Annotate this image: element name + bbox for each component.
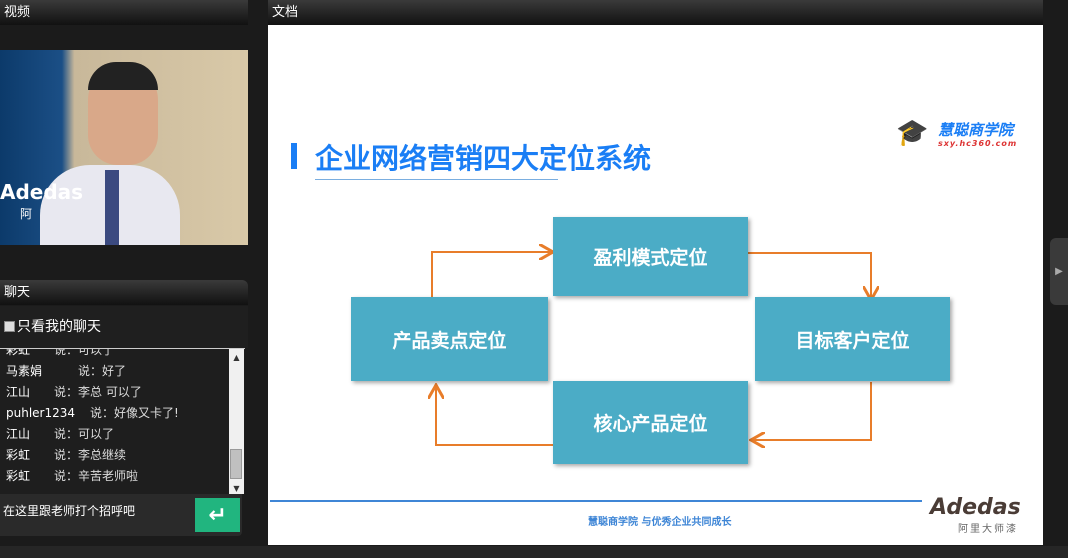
chat-text: 李总 可以了	[78, 385, 142, 399]
chat-filter-row: 只看我的聊天	[0, 306, 248, 348]
chat-message: 彩虹 说：可以了	[6, 348, 230, 361]
arrow-right-bottom	[753, 382, 872, 440]
chat-text: 可以了	[78, 348, 115, 357]
video-header: 视频	[0, 0, 248, 25]
scroll-up-icon[interactable]: ▲	[233, 353, 240, 362]
chat-text: 可以了	[78, 427, 115, 441]
bottom-bar	[0, 546, 1068, 558]
brand-logo: 🎓 慧聪商学院 sxy.hc360.com	[896, 115, 1021, 153]
chat-say: 说：	[54, 469, 79, 483]
chat-user: 彩虹	[6, 448, 31, 462]
chat-message: 江山 说：可以了	[6, 424, 230, 445]
presenter-hair	[88, 62, 158, 90]
only-mine-label: 只看我的聊天	[17, 319, 101, 335]
chat-message: 江山 说：李总 可以了	[6, 382, 230, 403]
footer-line	[270, 500, 922, 502]
graduation-cap-icon: 🎓	[896, 118, 929, 148]
doc-header: 文档	[268, 0, 1043, 25]
box-profit-model: 盈利模式定位	[553, 217, 748, 296]
chat-say: 说：	[54, 427, 79, 441]
chat-header: 聊天	[0, 280, 248, 305]
chat-user: 彩虹	[6, 348, 31, 357]
chat-text: 好了	[102, 364, 127, 378]
enter-icon: ↵	[208, 502, 227, 528]
cycle-arrows	[268, 25, 1043, 545]
slide: 企业网络营销四大定位系统 🎓 慧聪商学院 sxy.hc360.com 盈利模式定…	[268, 25, 1043, 545]
footer-logo-sub: 阿里大师漆	[958, 524, 1018, 535]
chat-text: 李总继续	[78, 448, 127, 462]
scroll-down-icon[interactable]: ▼	[233, 484, 240, 493]
video-title: 视频	[4, 5, 31, 20]
chat-text: 辛苦老师啦	[78, 469, 139, 483]
chat-message: puhler1234 说：好像又卡了!	[6, 403, 230, 424]
scroll-thumb[interactable]	[230, 449, 242, 479]
chat-user: 江山	[6, 427, 31, 441]
only-mine-checkbox[interactable]: 只看我的聊天	[4, 316, 101, 336]
title-accent	[291, 143, 297, 169]
send-button[interactable]: ↵	[195, 498, 240, 532]
title-underline	[315, 179, 558, 180]
video-feed[interactable]: Adedas 阿	[0, 50, 248, 245]
chat-user: puhler1234	[6, 406, 76, 420]
chat-say: 说：	[90, 406, 115, 420]
chat-title: 聊天	[4, 285, 31, 300]
chat-scrollbar[interactable]: ▲ ▼	[229, 349, 244, 494]
chat-input-row: 在这里跟老师打个招呼吧 ↵	[0, 494, 242, 536]
box-core-product: 核心产品定位	[553, 381, 748, 464]
chat-say: 说：	[54, 348, 79, 357]
arrow-bottom-left	[436, 387, 553, 446]
slide-title: 企业网络营销四大定位系统	[315, 142, 652, 175]
footer-logo: Adedas 阿里大师漆	[930, 495, 1035, 535]
chat-message: 彩虹 说：辛苦老师啦	[6, 466, 230, 487]
chat-say: 说：	[54, 448, 79, 462]
chat-say: 说：	[54, 385, 79, 399]
chat-input[interactable]: 在这里跟老师打个招呼吧	[3, 504, 136, 518]
chat-text: 好像又卡了!	[114, 406, 179, 420]
arrow-left-top	[431, 252, 551, 302]
chevron-right-icon: ▶	[1055, 266, 1063, 277]
video-backdrop-logo: Adedas	[0, 180, 84, 204]
video-backdrop-sub: 阿	[20, 207, 33, 221]
chat-message: 彩虹 说：李总继续	[6, 445, 230, 466]
chat-user: 马素娟	[6, 364, 43, 378]
arrow-top-right	[748, 252, 871, 298]
footer-text: 慧聪商学院 与优秀企业共同成长	[588, 517, 732, 528]
chat-user: 江山	[6, 385, 31, 399]
footer-logo-name: Adedas	[930, 495, 1021, 520]
brand-url: sxy.hc360.com	[938, 139, 1018, 148]
chat-user: 彩虹	[6, 469, 31, 483]
panel-toggle-button[interactable]: ▶	[1050, 238, 1068, 305]
brand-name: 慧聪商学院	[938, 121, 1014, 139]
chat-message: 马素娟 说：好了	[6, 361, 230, 382]
doc-title: 文档	[272, 5, 299, 20]
presenter-tie	[105, 170, 119, 245]
box-selling-point: 产品卖点定位	[351, 297, 548, 381]
checkbox-box[interactable]	[4, 320, 15, 332]
chat-say: 说：	[78, 364, 103, 378]
box-target-customer: 目标客户定位	[755, 297, 950, 381]
